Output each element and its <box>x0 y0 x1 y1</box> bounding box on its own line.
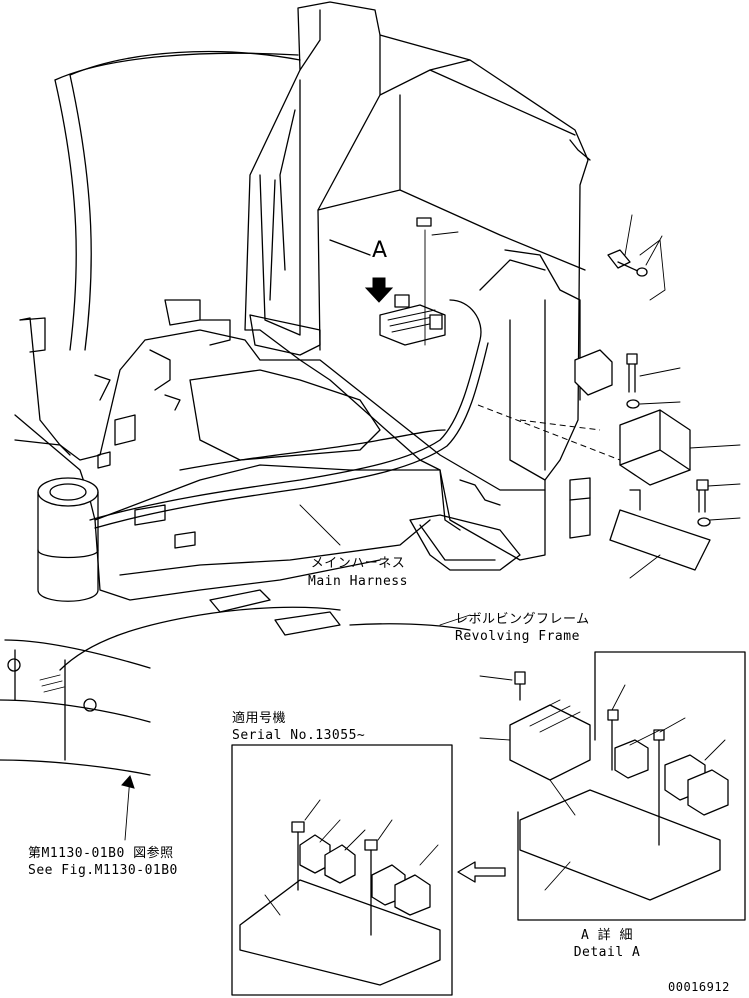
serial-label-jp: 適用号機 <box>232 711 287 726</box>
serial-label-en: Serial No.13055~ <box>232 728 366 743</box>
frame-body <box>244 1 591 561</box>
main-harness-label-jp: メインハーネス <box>310 556 406 571</box>
view-letter-a: A <box>372 238 388 263</box>
detail-a-label-en: Detail A <box>573 945 641 960</box>
right-side-parts <box>477 239 711 571</box>
small-brackets <box>97 414 591 636</box>
revolving-frame-deck <box>14 299 546 601</box>
revolving-frame-label-jp: レボルビングフレーム <box>455 612 590 627</box>
revolving-frame-label-en: Revolving Frame <box>455 629 580 644</box>
main-harness-cable <box>59 299 489 671</box>
swing-cylinder <box>37 477 99 602</box>
drawing-number: 00016912 <box>668 980 730 994</box>
detail-arrow <box>457 861 506 883</box>
left-bracket <box>14 50 301 456</box>
leader-lines <box>121 214 741 841</box>
detail-a-box <box>479 651 746 921</box>
view-arrow-a <box>364 277 394 303</box>
see-fig-label-en: See Fig.M1130-01B0 <box>28 863 178 878</box>
counterweight <box>0 639 151 776</box>
connector-block <box>379 217 446 346</box>
main-harness-label-en: Main Harness <box>308 574 408 589</box>
detail-a-label-jp: A 詳 細 <box>581 928 633 943</box>
see-fig-label-jp: 第M1130-01B0 図参照 <box>28 846 174 861</box>
serial-box <box>231 744 453 996</box>
